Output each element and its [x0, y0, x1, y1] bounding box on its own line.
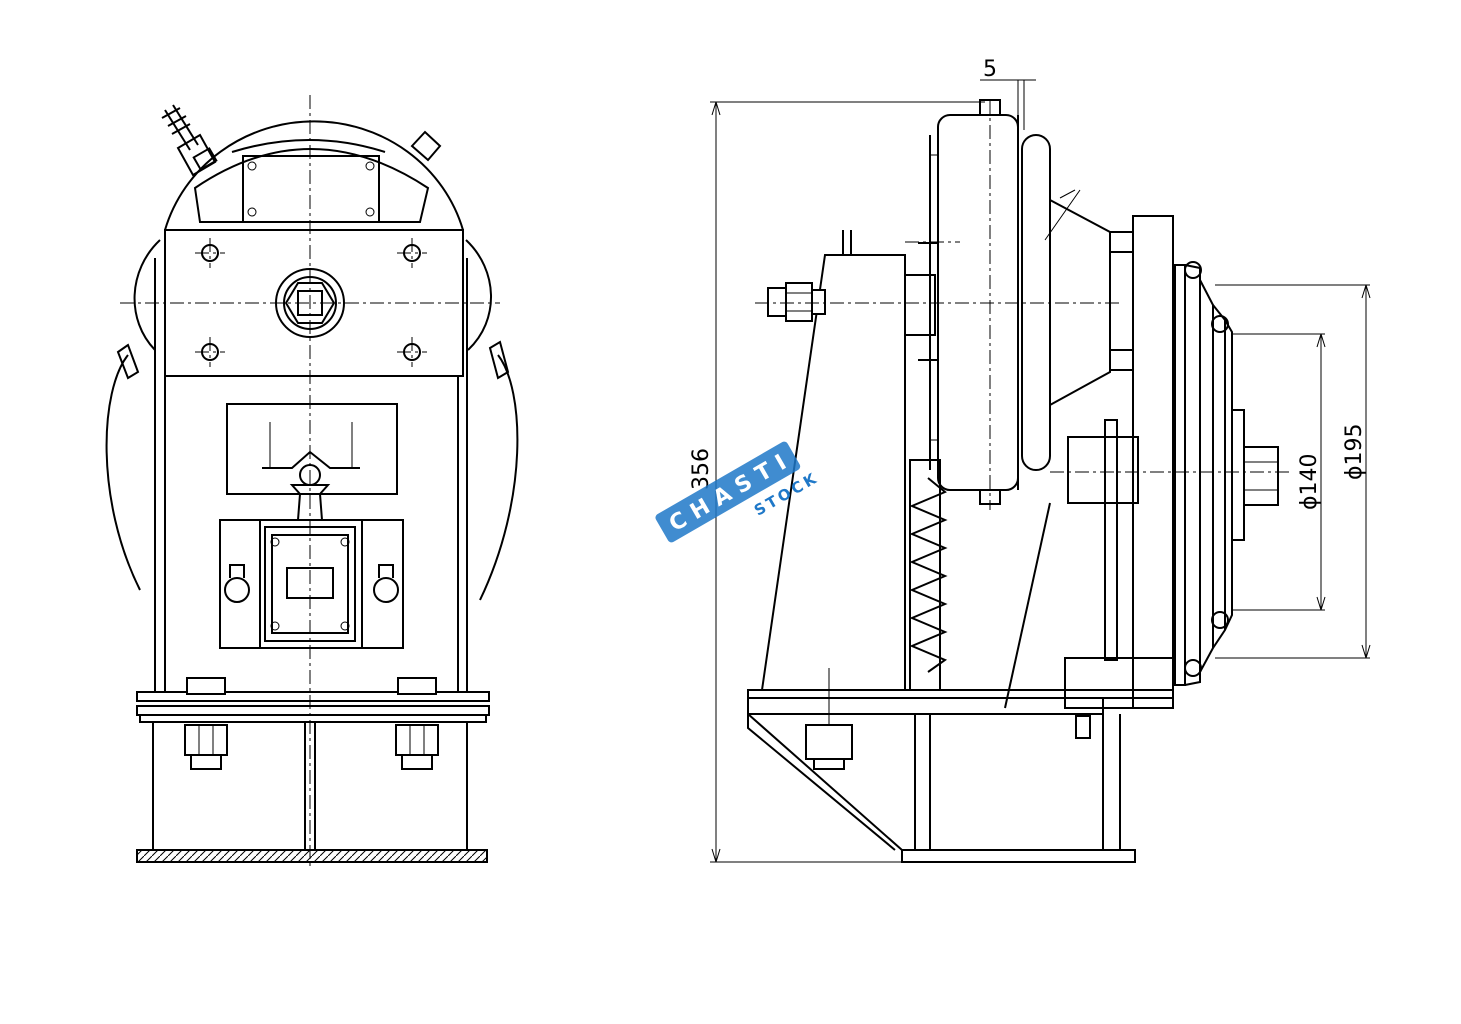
front-top-plate	[242, 155, 380, 223]
side-pulley	[1174, 261, 1279, 686]
dim-gap-5: 5	[983, 57, 997, 82]
side-shaft	[904, 274, 936, 336]
side-view	[747, 99, 1290, 863]
front-base	[136, 677, 490, 863]
front-view	[105, 95, 519, 870]
front-base-bolts	[184, 677, 439, 770]
front-left-lobe	[105, 354, 141, 591]
front-switch-box	[219, 464, 404, 649]
front-base-hatched-plate	[136, 849, 488, 863]
watermark-badge	[655, 441, 801, 543]
front-right-lobe	[479, 354, 519, 601]
side-cone	[1049, 199, 1111, 406]
side-pulley-nut	[1243, 446, 1279, 506]
dimensions: 356 5 ϕ140 ϕ195	[689, 57, 1371, 863]
dim-phi-195: ϕ195	[1342, 423, 1367, 480]
front-top-bolt	[161, 104, 218, 177]
side-output-hub	[1067, 436, 1139, 504]
dim-phi-140: ϕ140	[1297, 453, 1322, 510]
front-top-cover	[193, 148, 430, 223]
dim-height-356: 356	[689, 448, 714, 490]
side-left-bolt	[767, 282, 826, 322]
front-top-stub	[410, 130, 442, 162]
front-middle-bracket	[226, 403, 398, 495]
side-base	[747, 668, 1174, 863]
side-spring	[909, 459, 948, 691]
front-housing-circle	[164, 120, 464, 231]
